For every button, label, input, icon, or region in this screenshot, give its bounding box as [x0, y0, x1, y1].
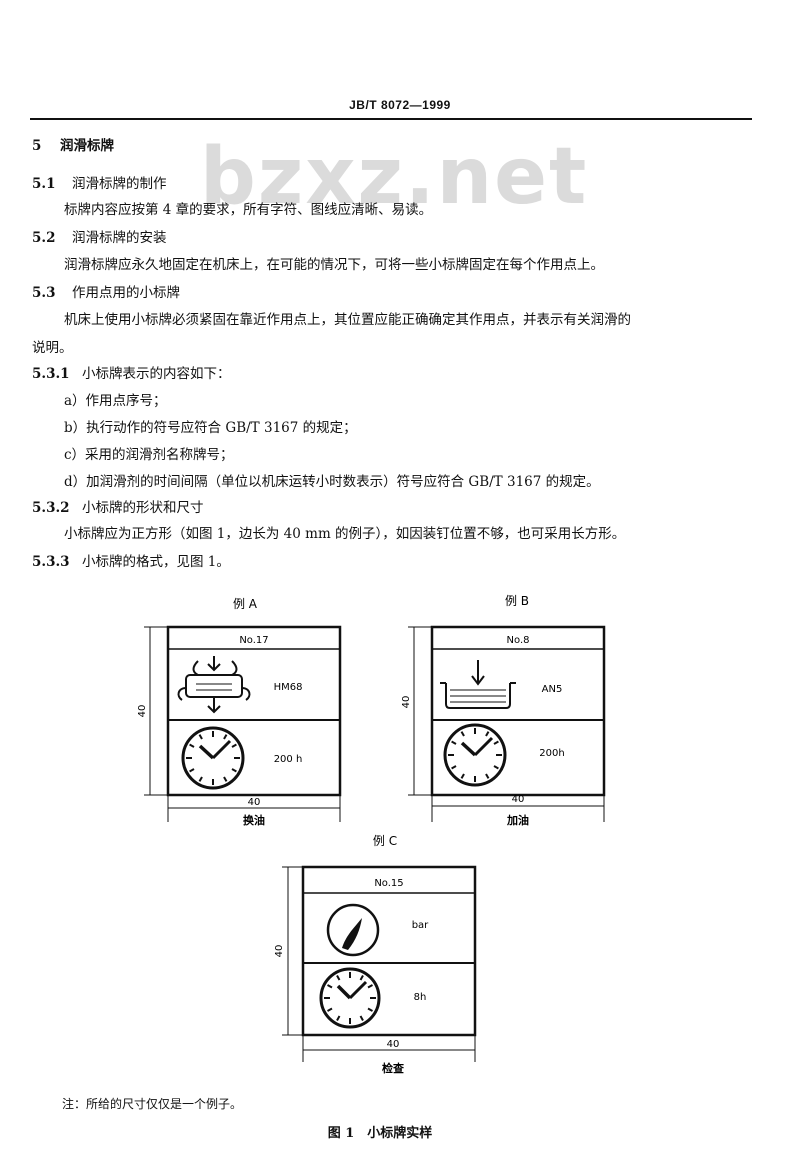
paragraph-5-1: 标牌内容应按第 4 章的要求，所有字符、图线应清晰、易读。	[64, 202, 433, 218]
example-b: 例 B No.8 AN5 20	[401, 594, 606, 827]
example-c-dim: 40	[387, 1039, 400, 1050]
example-b-caption: 加油	[506, 813, 529, 827]
example-b-number: No.8	[507, 635, 530, 646]
example-a-plate	[166, 625, 342, 797]
example-b-interval: 200h	[539, 748, 564, 759]
example-a-number: No.17	[239, 635, 268, 646]
paragraph-5-3: 机床上使用小标牌必须紧固在靠近作用点上，其位置应能正确确定其作用点，并表示有关润…	[64, 312, 631, 328]
example-b-plate	[430, 625, 606, 797]
paragraph-5-2: 润滑标牌应永久地固定在机床上，在可能的情况下，可将一些小标牌固定在每个作用点上。	[64, 257, 604, 273]
page-header: JB/T 8072—1999	[349, 98, 451, 112]
clock-icon	[181, 726, 245, 790]
example-c-number: No.15	[374, 878, 403, 889]
list-item-c: c）采用的润滑剂名称牌号；	[64, 447, 234, 463]
watermark: bzxz.net	[200, 132, 589, 222]
example-b-dim-side: 40	[401, 696, 412, 709]
example-c-lubricant: bar	[412, 920, 429, 931]
oil-fill-icon	[440, 660, 516, 709]
example-a-dim: 40	[248, 797, 261, 808]
list-item-a: a）作用点序号；	[64, 393, 167, 409]
example-a-caption: 换油	[243, 813, 265, 827]
example-b-dim: 40	[512, 794, 525, 805]
example-a-lubricant: HM68	[274, 682, 303, 693]
example-a-title: 例 A	[233, 597, 258, 611]
paragraph-5-3-2: 小标牌应为正方形（如图 1，边长为 40 mm 的例子），如因装钉位置不够，也可…	[64, 526, 626, 542]
header-rule	[30, 118, 752, 120]
example-b-lubricant: AN5	[542, 684, 563, 695]
figure-note: 注：所给的尺寸仅仅是一个例子。	[62, 1097, 243, 1111]
clock-icon	[319, 967, 381, 1029]
example-c-dim-side: 40	[274, 945, 285, 958]
example-c-title: 例 C	[373, 834, 397, 848]
example-c-interval: 8h	[414, 992, 427, 1003]
example-a-dim-side: 40	[137, 705, 148, 718]
example-b-title: 例 B	[505, 594, 529, 608]
example-c: No.15 bar 8h	[274, 865, 477, 1075]
paragraph-5-3-cont: 说明。	[32, 340, 73, 356]
example-c-plate	[301, 865, 477, 1037]
example-a: 例 A No.17 HM68	[137, 597, 342, 827]
clock-icon	[443, 723, 507, 787]
figure-caption: 图 1 小标牌实样	[327, 1126, 433, 1141]
example-a-interval: 200 h	[274, 754, 303, 765]
example-c-caption: 检查	[382, 1061, 404, 1075]
list-item-d: d）加润滑剂的时间间隔（单位以机床运转小时数表示）符号应符合 GB/T 3167…	[64, 474, 600, 490]
pressure-gauge-icon	[326, 903, 380, 957]
oil-change-icon	[177, 656, 251, 714]
list-item-b: b）执行动作的符号应符合 GB/T 3167 的规定；	[64, 420, 357, 436]
